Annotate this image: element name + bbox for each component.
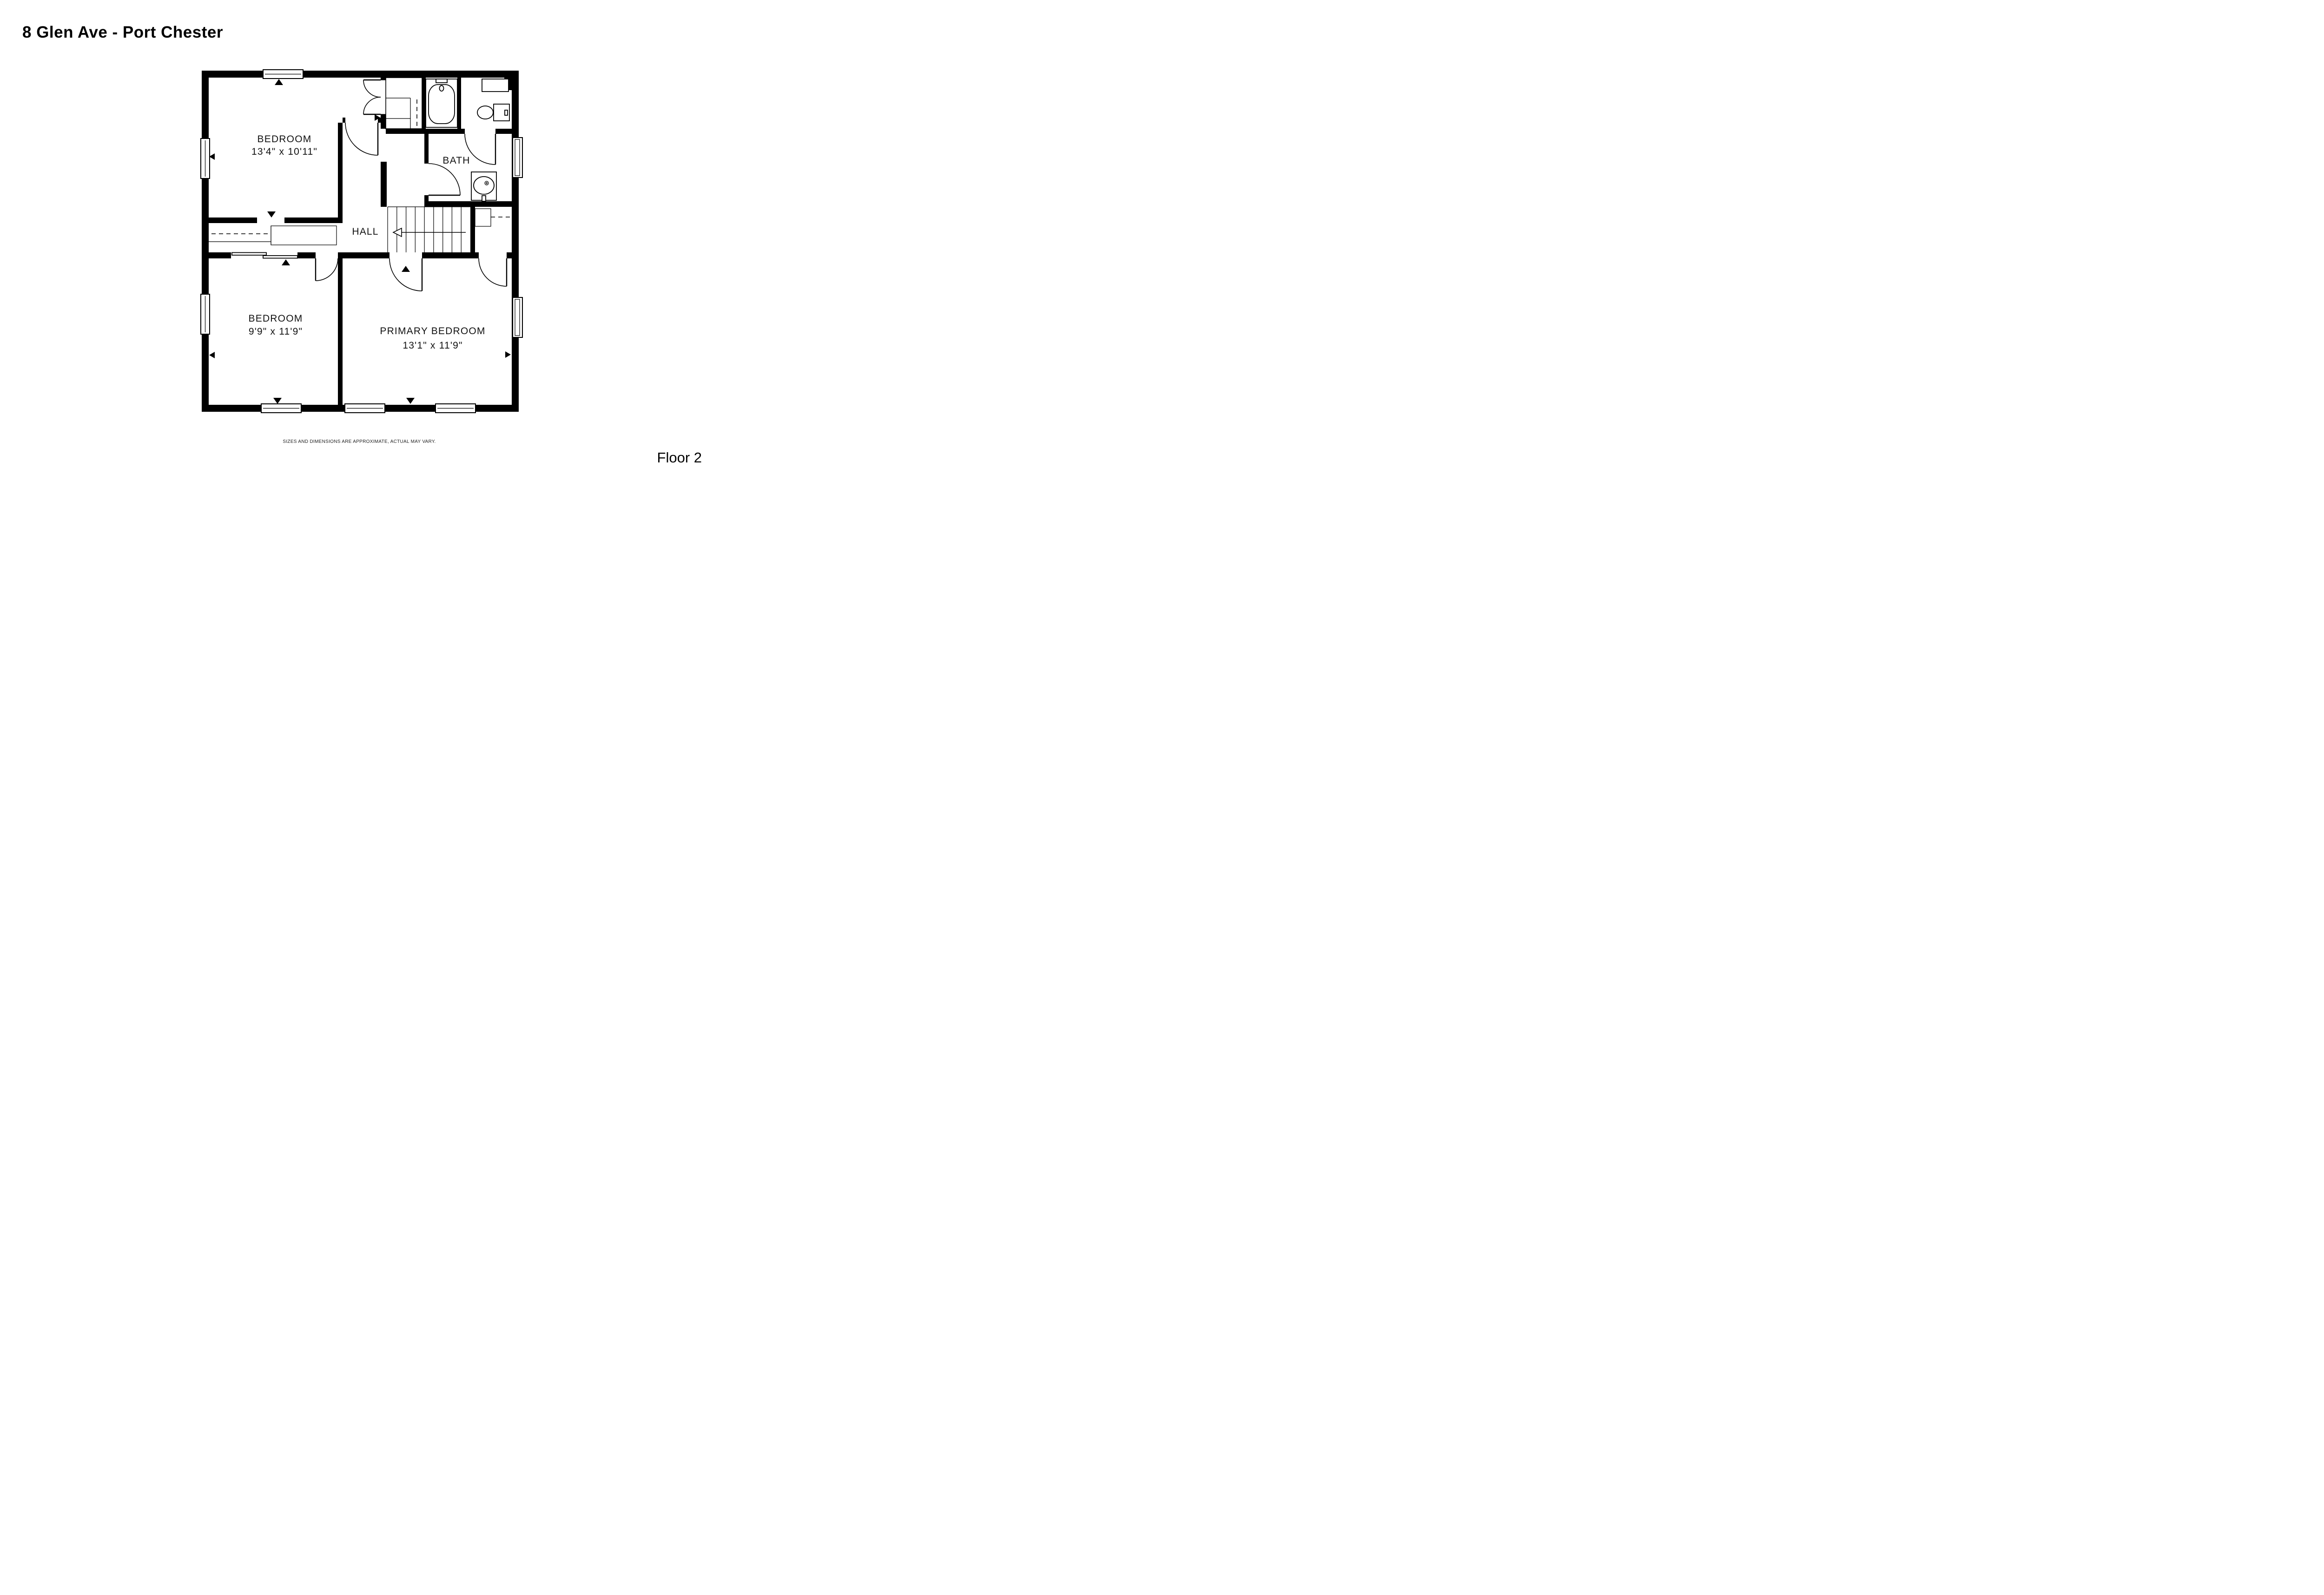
window-primary-bottom-right [435,403,476,413]
room-labels: BEDROOM 13'4" x 10'11" BATH HALL BEDROOM… [249,134,485,351]
interior-walls [202,78,512,405]
window-primary-right [512,297,523,338]
toilet [477,79,510,121]
door-bedroom-sw-entry [315,258,338,281]
door-bedroom-sw-sliding [231,252,298,259]
closet-bedroom-sw [209,225,337,245]
label-primary-bedroom: PRIMARY BEDROOM [380,326,485,336]
windows [200,69,523,413]
door-bedroom-nw-entry [345,122,379,156]
label-bath: BATH [442,155,470,166]
window-bedroom-nw-top [263,69,304,79]
staircase [387,206,470,252]
floor-label: Floor 2 [657,449,702,466]
door-bath-entry [428,163,461,196]
closet-primary [475,208,510,227]
window-primary-bottom-left [344,403,385,413]
window-bath-right [512,137,523,178]
label-hall: HALL [352,226,378,237]
door-primary-entry [389,258,423,291]
label-bedroom-nw: BEDROOM [257,134,312,145]
window-bedroom-sw-bottom [261,403,302,413]
sink-vanity [471,171,497,202]
floorplan-page: 8 Glen Ave - Port Chester [0,0,719,479]
stairs-direction-arrow [392,227,466,237]
floorplan-drawing: BEDROOM 13'4" x 10'11" BATH HALL BEDROOM… [200,69,523,413]
direction-markers [209,79,511,404]
bathtub [425,79,458,128]
window-bedroom-sw-left [200,294,210,335]
page-title: 8 Glen Ave - Port Chester [22,23,223,41]
doors [231,79,508,291]
window-bedroom-nw-left [200,138,210,179]
label-bedroom-sw: BEDROOM [249,313,303,324]
label-primary-bedroom-dims: 13'1" x 11'9" [403,340,462,351]
door-bedroom-nw-closet-double [363,79,381,115]
door-primary-closet [478,258,508,287]
disclaimer-text: SIZES AND DIMENSIONS ARE APPROXIMATE, AC… [283,439,436,444]
door-bath-top [464,133,496,165]
closet-bedroom-nw [381,77,423,129]
label-bedroom-sw-dims: 9'9" x 11'9" [249,326,303,337]
label-bedroom-nw-dims: 13'4" x 10'11" [251,146,317,157]
